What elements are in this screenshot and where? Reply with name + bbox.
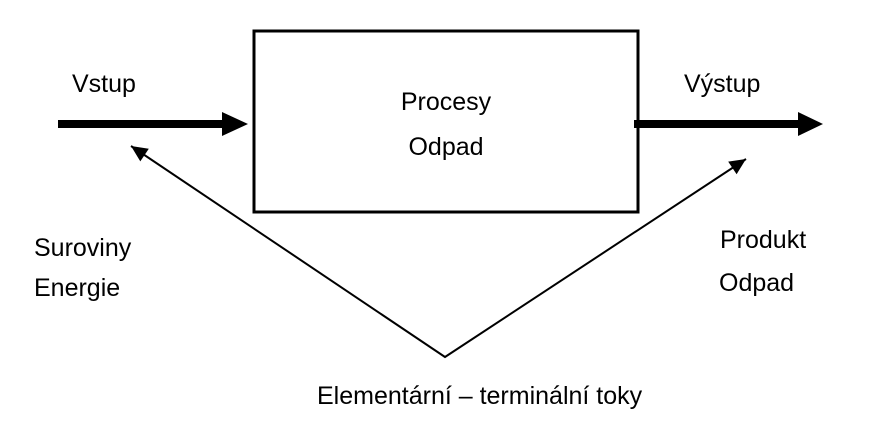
elementary-flows-line bbox=[130, 145, 747, 359]
product-label: Produkt bbox=[720, 226, 807, 254]
output-arrow-head-icon bbox=[798, 112, 823, 136]
elementary-flows-arrow-right-icon bbox=[728, 159, 746, 175]
output-flow-label: Výstup bbox=[684, 70, 761, 98]
waste-label: Odpad bbox=[719, 269, 795, 297]
process-box bbox=[252, 29, 640, 214]
elementary-flows-arrow-left-icon bbox=[131, 146, 149, 162]
input-arrow-head-icon bbox=[222, 112, 248, 136]
process-box-line1: Procesy bbox=[400, 88, 492, 116]
raw-materials-label: Suroviny bbox=[34, 234, 132, 262]
input-flow-label: Vstup bbox=[72, 70, 136, 98]
process-box-line2: Odpad bbox=[408, 133, 484, 161]
energy-label: Energie bbox=[34, 274, 121, 302]
elementary-terminal-flows-caption: Elementární – terminální toky bbox=[317, 382, 643, 410]
